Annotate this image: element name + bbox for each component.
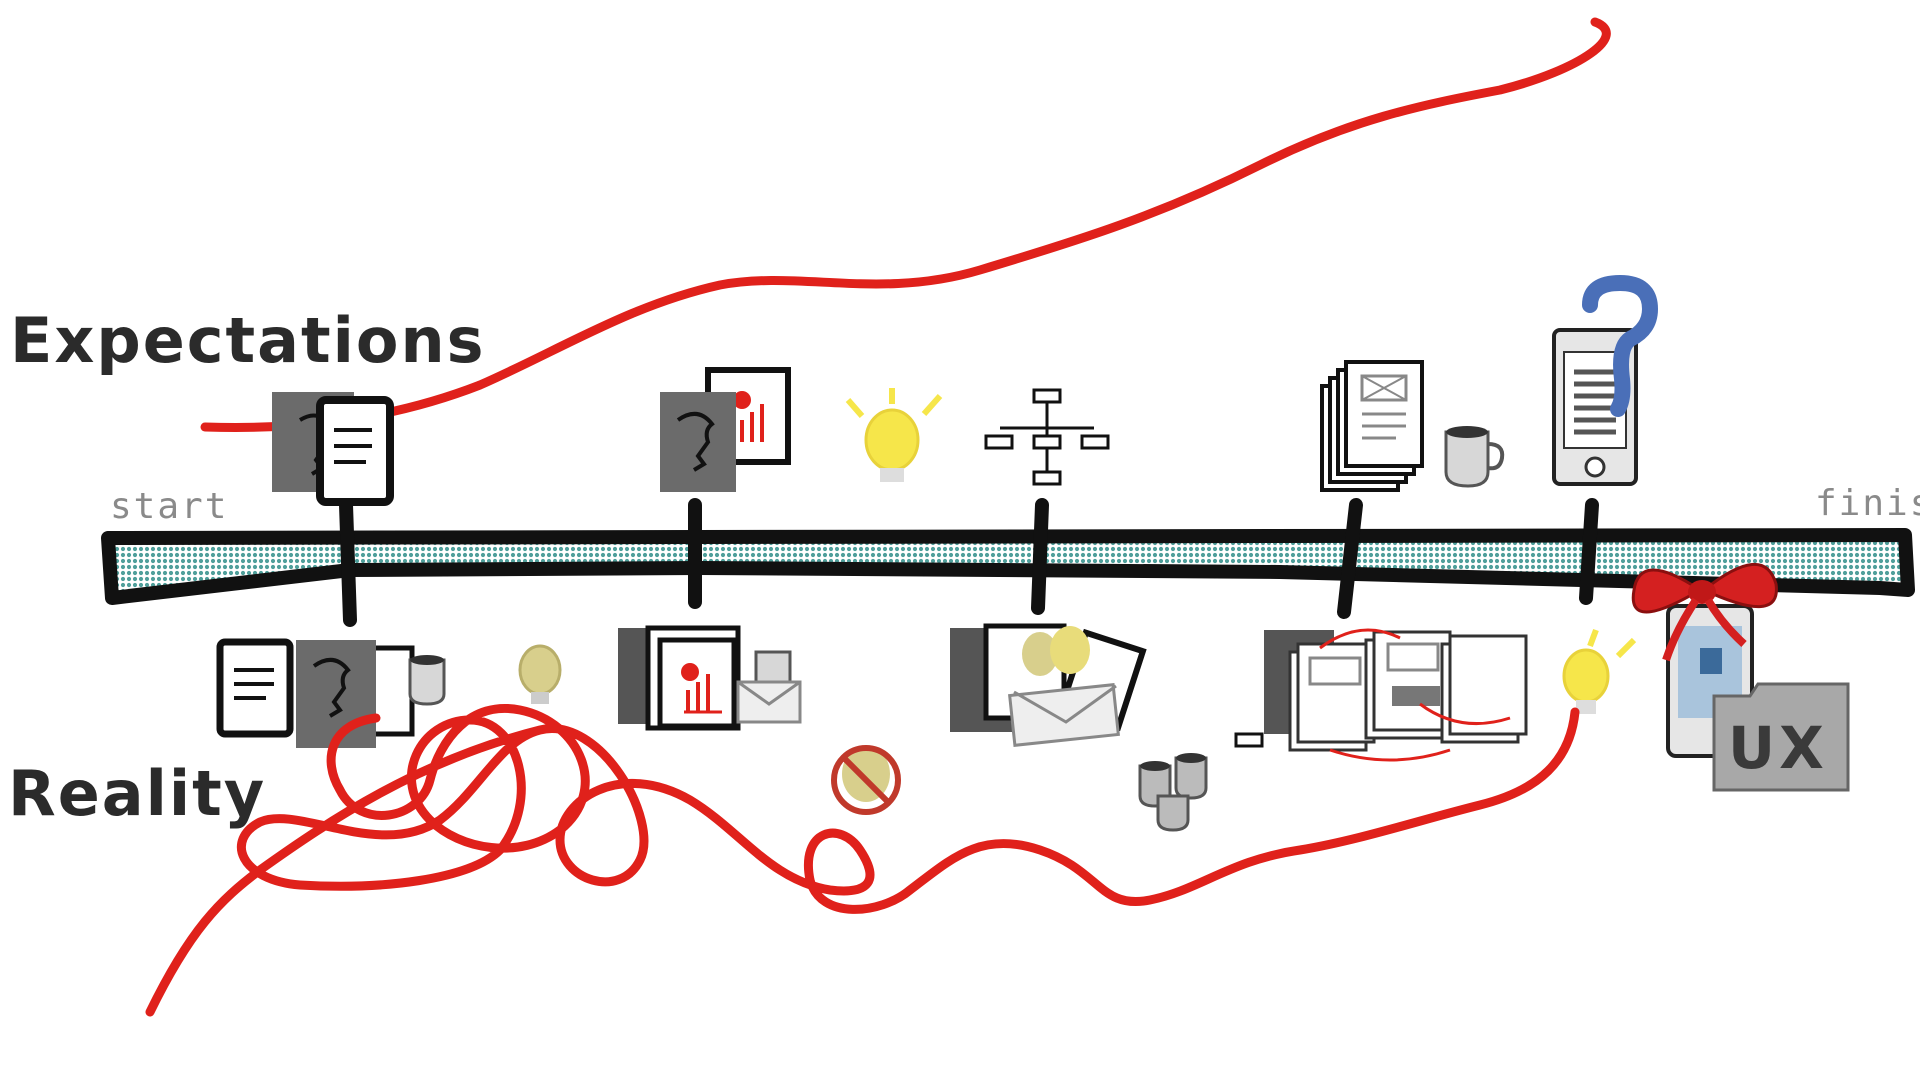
- person-document-icon: [272, 392, 394, 506]
- timeline-bar: [101, 498, 1915, 627]
- ux-folder-icon: UX: [1712, 682, 1850, 792]
- coffee-cups-icon: [1138, 753, 1208, 832]
- reality-label: Reality: [8, 757, 266, 830]
- ux-folder-label: UX: [1728, 714, 1828, 782]
- lightbulb-icon: [845, 388, 943, 482]
- documents-person-icon: [216, 638, 415, 748]
- wireframe-flow-icon: [1234, 628, 1528, 762]
- person-envelope-bulbs-icon: [950, 623, 1147, 747]
- lightbulb-icon: [1562, 628, 1637, 714]
- coffee-cup-icon: [408, 655, 446, 706]
- expectations-line: [200, 17, 1611, 432]
- expectations-label: Expectations: [10, 304, 486, 377]
- envelope-icon: [736, 650, 802, 724]
- start-label: start: [110, 486, 228, 527]
- coffee-cup-icon: [1444, 426, 1505, 488]
- report-stack-icon: [618, 625, 741, 731]
- reality-line: [145, 704, 1580, 1017]
- person-report-icon: [660, 367, 791, 492]
- question-mark-icon: [1582, 274, 1659, 417]
- wireframe-stack-icon: [1320, 360, 1424, 492]
- no-idea-icon: [831, 745, 901, 815]
- sitemap-icon: [984, 388, 1110, 486]
- dim-lightbulb-icon: [518, 644, 562, 704]
- finish-label: finish: [1815, 483, 1920, 524]
- gift-bow-icon: [1631, 562, 1778, 662]
